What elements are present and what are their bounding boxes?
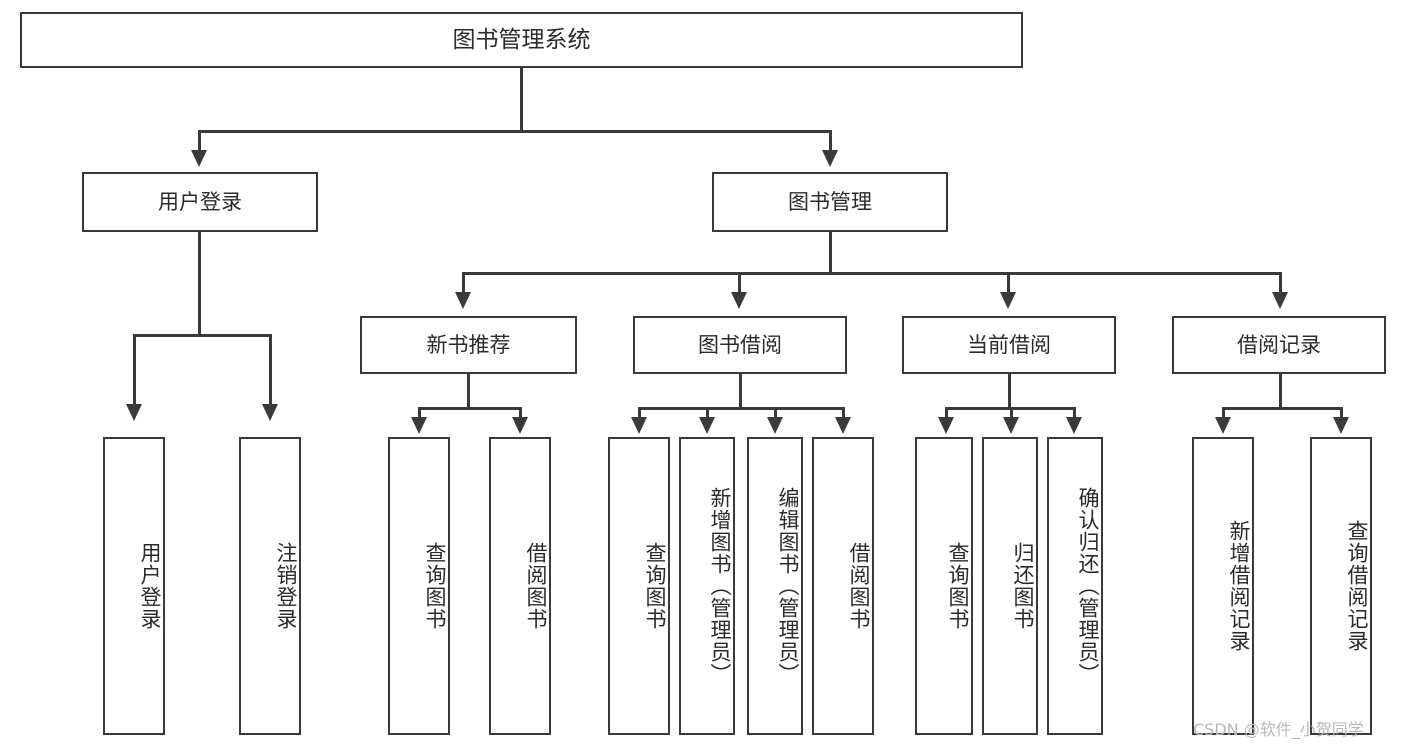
connector-recommend-stem <box>467 374 470 410</box>
connector-login-right <box>269 334 272 406</box>
leaf-query-borrow-record[interactable]: 查询借阅记录 <box>1310 437 1372 735</box>
connector-recommend-bar <box>418 407 522 410</box>
csdn-watermark: CSDN @软件_小贺同学 <box>1193 720 1364 739</box>
connector-level2-bar <box>462 272 1282 275</box>
leaf-confirm-return-admin[interactable]: 确认归还（管理员） <box>1047 437 1103 735</box>
node-label: 查询借阅记录 <box>1345 520 1369 652</box>
node-label: 查询图书 <box>643 542 667 630</box>
arrowhead-level2-4 <box>1272 292 1288 309</box>
arrowhead-level2-1 <box>455 292 471 309</box>
leaf-query-book-current[interactable]: 查询图书 <box>915 437 973 735</box>
connector-level2-4 <box>1279 272 1282 294</box>
leaf-add-book-admin[interactable]: 新增图书（管理员） <box>679 437 735 735</box>
node-label: 新增图书（管理员） <box>708 487 732 685</box>
node-label: 借阅图书 <box>524 542 548 630</box>
arrowhead-recommend-1 <box>411 417 427 434</box>
connector-borrow-bar <box>638 407 845 410</box>
connector-root-to-login <box>198 130 201 152</box>
arrowhead-recommend-2 <box>512 417 528 434</box>
leaf-borrow-book-recommend[interactable]: 借阅图书 <box>489 437 551 735</box>
connector-borrow-4 <box>842 407 845 419</box>
node-label: 查询图书 <box>423 542 447 630</box>
arrowhead-current-1 <box>938 417 954 434</box>
arrowhead-login-leaf-2 <box>262 404 278 421</box>
arrowhead-borrow-2 <box>699 417 715 434</box>
connector-current-stem <box>1008 374 1011 410</box>
arrowhead-level2-2 <box>731 292 747 309</box>
node-new-book-recommend[interactable]: 新书推荐 <box>360 316 577 374</box>
connector-record-2 <box>1340 407 1343 419</box>
arrowhead-record-1 <box>1215 417 1231 434</box>
leaf-query-book-recommend[interactable]: 查询图书 <box>388 437 450 735</box>
node-label: 查询图书 <box>946 542 970 630</box>
connector-recommend-r <box>519 407 522 419</box>
connector-recommend-l <box>418 407 421 419</box>
connector-borrow-3 <box>774 407 777 419</box>
connector-level2-2 <box>738 272 741 294</box>
connector-borrow-1 <box>638 407 641 419</box>
node-label: 图书管理系统 <box>452 26 591 53</box>
node-user-login[interactable]: 用户登录 <box>82 172 318 232</box>
arrowhead-record-2 <box>1333 417 1349 434</box>
leaf-borrow-book[interactable]: 借阅图书 <box>812 437 874 735</box>
arrowhead-to-bookmgmt <box>822 150 838 167</box>
connector-login-left <box>133 334 136 406</box>
arrowhead-borrow-1 <box>631 417 647 434</box>
leaf-query-book-borrow[interactable]: 查询图书 <box>608 437 670 735</box>
connector-login-bar <box>133 334 272 337</box>
node-label: 图书借阅 <box>698 332 782 357</box>
leaf-add-borrow-record[interactable]: 新增借阅记录 <box>1192 437 1254 735</box>
connector-level2-1 <box>462 272 465 294</box>
arrowhead-current-2 <box>1003 417 1019 434</box>
leaf-logout-login[interactable]: 注销登录 <box>239 437 301 735</box>
connector-record-bar <box>1222 407 1343 410</box>
connector-bookmgmt-stem <box>829 232 832 274</box>
connector-record-1 <box>1222 407 1225 419</box>
node-book-borrow[interactable]: 图书借阅 <box>633 316 847 374</box>
connector-current-1 <box>945 407 948 419</box>
node-borrow-record[interactable]: 借阅记录 <box>1172 316 1386 374</box>
arrowhead-borrow-3 <box>767 417 783 434</box>
node-label: 归还图书 <box>1011 542 1035 630</box>
node-book-management[interactable]: 图书管理 <box>712 172 948 232</box>
node-label: 用户登录 <box>158 189 242 214</box>
node-label: 确认归还（管理员） <box>1076 487 1100 685</box>
connector-current-3 <box>1073 407 1076 419</box>
leaf-user-login[interactable]: 用户登录 <box>103 437 165 735</box>
arrowhead-to-login <box>191 150 207 167</box>
arrowhead-login-leaf-1 <box>126 404 142 421</box>
node-label: 图书管理 <box>788 189 872 214</box>
node-label: 注销登录 <box>274 542 298 630</box>
node-label: 新增借阅记录 <box>1227 520 1251 652</box>
connector-root-to-bookmgmt <box>829 130 832 152</box>
node-label: 编辑图书（管理员） <box>776 487 800 685</box>
connector-root-stem <box>520 68 523 132</box>
node-label: 借阅记录 <box>1237 332 1321 357</box>
connector-borrow-2 <box>706 407 709 419</box>
connector-record-stem <box>1279 374 1282 410</box>
node-label: 借阅图书 <box>847 542 871 630</box>
connector-borrow-stem <box>739 374 742 410</box>
arrowhead-borrow-4 <box>835 417 851 434</box>
leaf-edit-book-admin[interactable]: 编辑图书（管理员） <box>747 437 803 735</box>
connector-level2-3 <box>1007 272 1010 294</box>
connector-current-2 <box>1010 407 1013 419</box>
node-label: 新书推荐 <box>426 332 511 357</box>
arrowhead-current-3 <box>1066 417 1082 434</box>
node-label: 当前借阅 <box>967 332 1051 357</box>
node-root-system[interactable]: 图书管理系统 <box>20 12 1023 68</box>
leaf-return-book[interactable]: 归还图书 <box>982 437 1038 735</box>
node-current-borrow[interactable]: 当前借阅 <box>902 316 1116 374</box>
connector-root-bar <box>198 130 832 133</box>
node-label: 用户登录 <box>138 542 162 630</box>
arrowhead-level2-3 <box>1000 292 1016 309</box>
connector-login-stem <box>198 232 201 336</box>
